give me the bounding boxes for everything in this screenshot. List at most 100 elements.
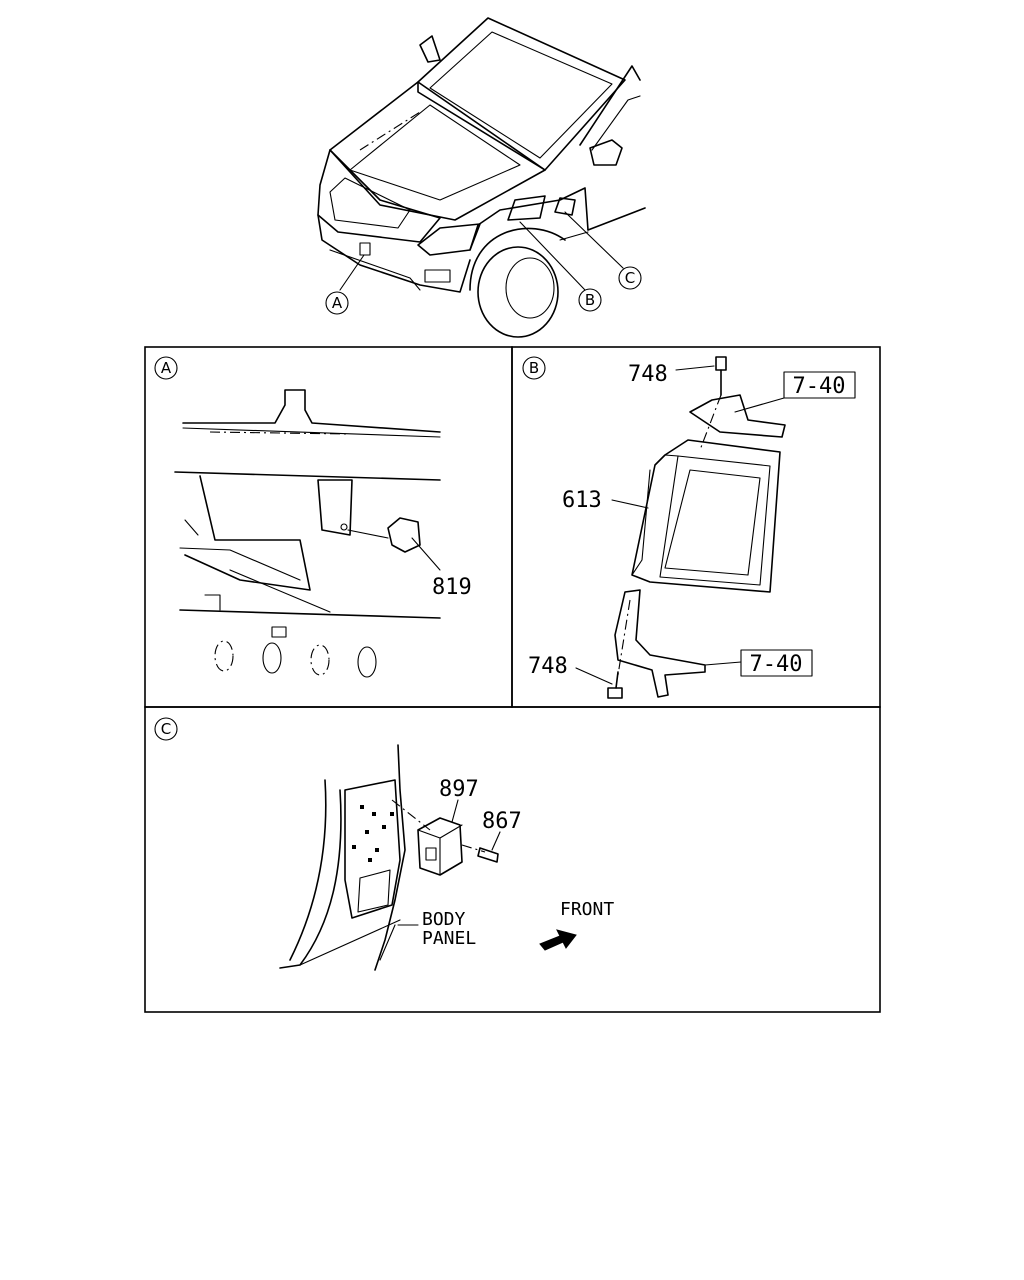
- ecu-window: [664, 469, 761, 576]
- body-inner-curve: [279, 789, 342, 969]
- headlight: [417, 223, 481, 256]
- marker-b-part: [507, 195, 546, 221]
- callout-c-overview: [618, 266, 642, 290]
- panel-c-callout-label: C: [161, 720, 171, 738]
- mount-hole: [340, 523, 348, 531]
- part-897-label: 897: [439, 777, 479, 802]
- bolt-867: [477, 847, 499, 863]
- sensor-mount: [317, 479, 353, 536]
- bumper-lower: [329, 249, 421, 291]
- sensor-819: [387, 517, 421, 553]
- callout-b-overview: [578, 288, 602, 312]
- inner-panel: [344, 779, 401, 919]
- leader-897: [451, 799, 459, 823]
- leader-c: [564, 211, 624, 269]
- ref-bottom-box: [740, 649, 813, 677]
- bolt-bottom-axis: [617, 599, 631, 676]
- panel-c-callout: [154, 717, 178, 741]
- bracket-top: [689, 394, 786, 438]
- panel-b-callout: [522, 356, 546, 380]
- body-panel-label-1: BODY: [422, 909, 466, 930]
- door-window-right: [591, 95, 641, 151]
- leader-b: [519, 221, 586, 291]
- hood-dash: [359, 111, 421, 151]
- opening-3: [310, 644, 330, 676]
- leader-867: [491, 831, 501, 851]
- wheel: [477, 246, 559, 338]
- fender: [469, 187, 589, 251]
- module-edges: [417, 824, 463, 876]
- ecu-613: [631, 439, 781, 593]
- windshield-inner: [429, 31, 613, 159]
- leader-740-bottom: [704, 661, 742, 666]
- callout-a-overview: [325, 291, 349, 315]
- front-label: FRONT: [560, 899, 614, 920]
- leader-748-top: [675, 365, 715, 371]
- vehicle-overview: A B C: [317, 17, 646, 338]
- hood: [329, 81, 546, 221]
- body-panel-label-2: PANEL: [422, 928, 476, 949]
- marker-a-part: [359, 242, 371, 256]
- upper-beam-dash: [209, 431, 351, 435]
- lower-panel: [299, 919, 401, 966]
- bolt-bottom-shaft: [615, 671, 619, 689]
- part-819-label: 819: [432, 575, 472, 600]
- bolt-top-axis: [699, 394, 722, 451]
- bolt-bottom-head: [607, 687, 623, 699]
- wheel-arch: [469, 227, 566, 291]
- panel-c: C 897 867 BODY PA: [154, 717, 614, 971]
- hood-crease: [349, 104, 521, 201]
- bolt-c-axis: [461, 844, 486, 853]
- callout-c-overview-label: C: [625, 269, 635, 287]
- grille: [329, 177, 411, 229]
- part-748-bottom-label: 748: [528, 654, 568, 679]
- opening-4: [357, 646, 377, 678]
- reinforcement-top: [174, 471, 441, 481]
- callout-a-overview-label: A: [332, 294, 343, 312]
- windshield: [417, 17, 626, 171]
- panel-b: B 748 7-40 613 7-40 748: [522, 356, 856, 699]
- ref-top-label: 7-40: [793, 374, 846, 399]
- upper-beam-lower: [182, 427, 441, 438]
- part-867-label: 867: [482, 809, 522, 834]
- fog-lamp: [424, 269, 451, 283]
- panel-cutout: [357, 869, 391, 913]
- panel-a: A 819: [154, 356, 472, 678]
- sensor-attach-line: [347, 529, 389, 539]
- mirror-right: [589, 139, 623, 166]
- panel-a-callout-label: A: [161, 359, 172, 377]
- front-fascia: [317, 149, 441, 243]
- module-mount-line: [391, 799, 431, 831]
- a-pillar-right: [579, 65, 641, 146]
- opening-1: [214, 640, 234, 672]
- panel-c-frame: [144, 706, 881, 1013]
- part-613-label: 613: [562, 488, 602, 513]
- callout-b-overview-label: B: [585, 291, 595, 309]
- leader-613: [611, 499, 649, 509]
- leader-748-bottom: [575, 667, 613, 685]
- part-748-top-label: 748: [628, 362, 668, 387]
- panel-b-callout-label: B: [529, 359, 539, 377]
- ref-bottom-label: 7-40: [750, 652, 803, 677]
- ecu-face: [659, 455, 771, 586]
- ref-top-box: [783, 371, 856, 399]
- leader-819: [411, 537, 441, 571]
- panel-holes: [352, 805, 394, 862]
- clip: [271, 626, 287, 638]
- module-897: [417, 817, 463, 876]
- front-arrow-icon: [539, 929, 577, 951]
- opening-2: [262, 642, 282, 674]
- pillar-right: [374, 744, 406, 971]
- reinforcement-bottom: [179, 609, 441, 619]
- bracket-left: [184, 475, 311, 591]
- panel-b-frame: [511, 346, 881, 708]
- leader-740-top: [734, 397, 785, 413]
- wheel-hub: [505, 257, 555, 319]
- mirror-left: [419, 35, 441, 63]
- bumper: [317, 214, 471, 293]
- module-connector: [425, 847, 437, 861]
- panel-a-callout: [154, 356, 178, 380]
- body-outer-curve: [289, 779, 327, 961]
- body-side-line: [587, 207, 646, 231]
